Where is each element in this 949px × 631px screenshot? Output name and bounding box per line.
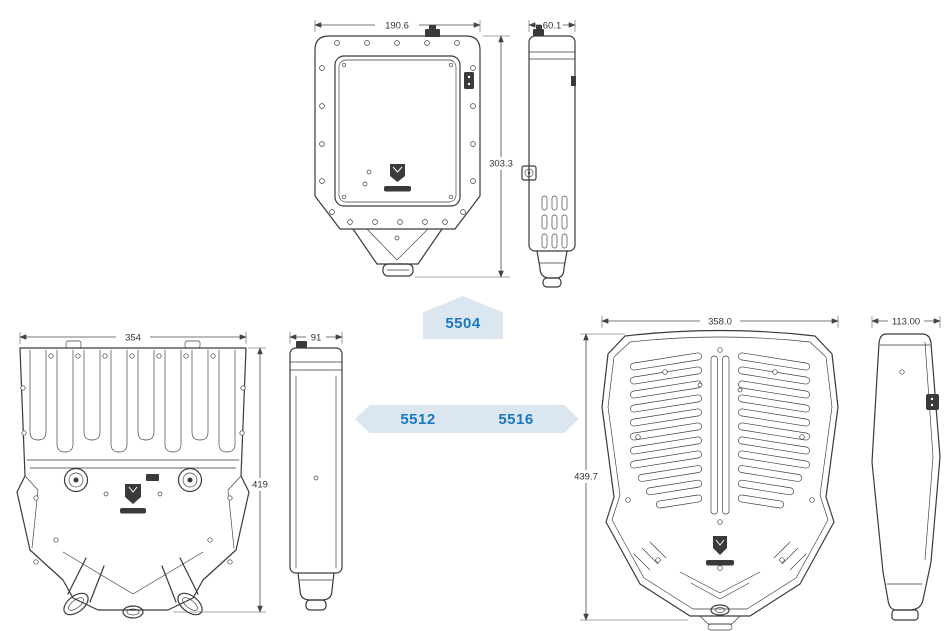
side-view-5516-drawing: 113.00 bbox=[871, 315, 941, 621]
dimension-label: 60.1 bbox=[543, 21, 562, 32]
device-outline bbox=[16, 340, 250, 619]
device-outline bbox=[601, 329, 839, 631]
dimension-height-5512: 419 bbox=[173, 347, 275, 613]
screws bbox=[625, 347, 815, 571]
dimension-height-5504: 303.3 bbox=[415, 35, 517, 278]
dimension-label: 91 bbox=[311, 333, 322, 344]
product-label-5504: 5504 bbox=[423, 296, 503, 339]
product-label-text: 5504 bbox=[445, 314, 481, 332]
dimension-label: 419 bbox=[252, 480, 268, 491]
device-outline bbox=[314, 25, 481, 277]
front-view-5516-drawing: 358.0 439.7 bbox=[571, 315, 839, 631]
product-label-5512: 5512 bbox=[355, 405, 469, 433]
product-label-5516: 5516 bbox=[465, 405, 579, 433]
dimension-label: 190.6 bbox=[385, 21, 409, 32]
front-view-5516: 358.0 439.7 bbox=[570, 312, 855, 631]
front-view-5504: 190.6 303.3 bbox=[305, 16, 517, 294]
side-view-5504-drawing: 60.1 bbox=[521, 19, 576, 288]
brand-logo-icon bbox=[384, 164, 411, 192]
dimension-height-5516: 439.7 bbox=[571, 333, 688, 621]
product-label-text: 5512 bbox=[400, 410, 436, 428]
dimension-width-5512-side: 91 bbox=[289, 331, 343, 344]
screws bbox=[319, 40, 476, 241]
side-view-5504: 60.1 bbox=[517, 16, 587, 296]
dimension-label: 439.7 bbox=[574, 472, 598, 483]
front-view-5504-drawing: 190.6 303.3 bbox=[314, 19, 517, 278]
side-view-5512-drawing: 91 bbox=[289, 331, 343, 611]
dimension-label: 303.3 bbox=[489, 159, 513, 170]
dimension-label: 113.00 bbox=[892, 317, 920, 328]
front-view-5512-drawing: 354 419 bbox=[16, 331, 275, 619]
product-label-text: 5516 bbox=[498, 410, 534, 428]
dimension-label: 358.0 bbox=[708, 317, 732, 328]
brand-logo-icon bbox=[706, 536, 734, 566]
device-outline bbox=[289, 341, 343, 611]
screws bbox=[20, 353, 246, 565]
side-view-5516: 113.00 bbox=[860, 312, 948, 624]
dimension-width-5504: 190.6 bbox=[314, 19, 481, 32]
front-view-5512: 354 419 bbox=[8, 328, 276, 628]
side-view-5512: 91 bbox=[280, 328, 355, 628]
device-outline bbox=[521, 25, 576, 288]
dimension-width-5512: 354 bbox=[19, 331, 247, 344]
device-outline bbox=[871, 333, 941, 621]
brand-logo-icon bbox=[120, 484, 146, 514]
dimension-width-5516-side: 113.00 bbox=[871, 315, 941, 328]
dimension-label: 354 bbox=[125, 333, 141, 344]
dimension-width-5516: 358.0 bbox=[601, 315, 839, 328]
